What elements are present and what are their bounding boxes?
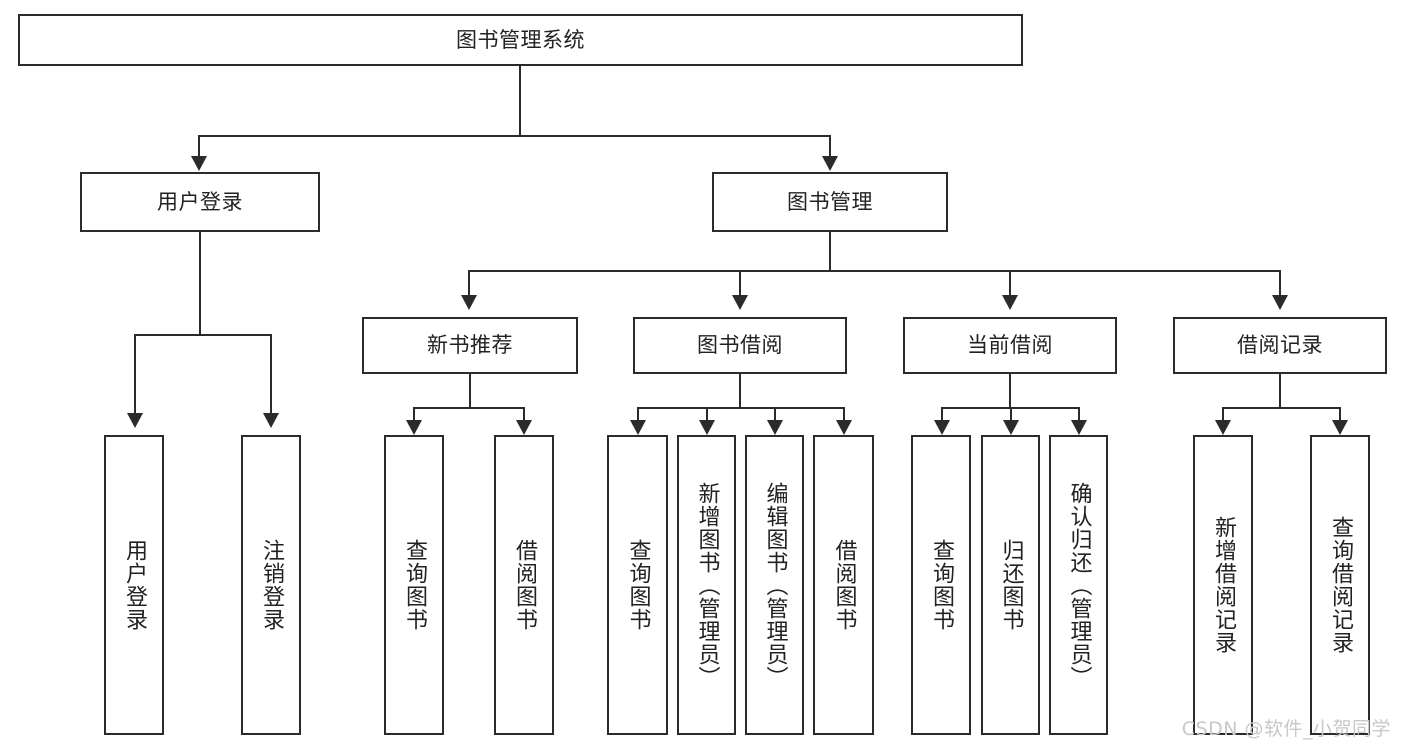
- connector-borrow-to-leaf3: [774, 407, 776, 422]
- node-new-book-recommend[interactable]: 新书推荐: [362, 317, 578, 374]
- node-label: 新书推荐: [427, 333, 513, 358]
- leaf-borrow-query-book[interactable]: 查询图书: [607, 435, 668, 735]
- arrowhead-userlogin-to-leaf1: [127, 413, 143, 428]
- connector-record-bus: [1222, 407, 1341, 409]
- connector-current-to-leaf2: [1010, 407, 1012, 422]
- node-label: 新增图书（管理员）: [694, 481, 720, 689]
- connector-record-stem: [1279, 374, 1281, 409]
- node-label: 确认归还（管理员）: [1066, 481, 1092, 689]
- connector-bookmgmt-bus: [468, 270, 1280, 272]
- connector-root-bus: [198, 135, 830, 137]
- arrowhead-current-to-leaf1: [934, 420, 950, 435]
- connector-userlogin-to-leaf1: [134, 334, 136, 415]
- leaf-current-confirm-return-admin[interactable]: 确认归还（管理员）: [1049, 435, 1108, 735]
- node-label: 用户登录: [121, 539, 147, 631]
- arrowhead-bookmgmt-to-current: [1002, 295, 1018, 310]
- arrowhead-borrow-to-leaf2: [699, 420, 715, 435]
- connector-newbook-stem: [469, 374, 471, 409]
- connector-root-to-userlogin: [198, 135, 200, 158]
- node-user-login[interactable]: 用户登录: [80, 172, 320, 232]
- leaf-borrow-borrow-book[interactable]: 借阅图书: [813, 435, 874, 735]
- arrowhead-borrow-to-leaf1: [630, 420, 646, 435]
- connector-bookmgmt-to-newbook: [468, 270, 470, 297]
- arrowhead-bookmgmt-to-newbook: [461, 295, 477, 310]
- leaf-current-return-book[interactable]: 归还图书: [981, 435, 1040, 735]
- connector-newbook-to-leaf1: [413, 407, 415, 422]
- connector-root-to-bookmgmt: [829, 135, 831, 158]
- connector-current-to-leaf3: [1078, 407, 1080, 422]
- leaf-user-login[interactable]: 用户登录: [104, 435, 164, 735]
- node-label: 新增借阅记录: [1210, 516, 1236, 654]
- connector-newbook-bus: [413, 407, 525, 409]
- node-label: 查询图书: [625, 539, 651, 631]
- node-label: 注销登录: [258, 539, 284, 631]
- leaf-user-logout[interactable]: 注销登录: [241, 435, 301, 735]
- connector-record-to-leaf2: [1339, 407, 1341, 422]
- node-label: 查询图书: [401, 539, 427, 631]
- arrowhead-current-to-leaf3: [1071, 420, 1087, 435]
- node-label: 当前借阅: [967, 333, 1053, 358]
- node-label: 编辑图书（管理员）: [762, 481, 788, 689]
- connector-borrow-to-leaf1: [637, 407, 639, 422]
- connector-userlogin-stem: [199, 232, 201, 335]
- leaf-current-query-book[interactable]: 查询图书: [911, 435, 971, 735]
- leaf-borrow-edit-book-admin[interactable]: 编辑图书（管理员）: [745, 435, 804, 735]
- node-label: 图书借阅: [697, 333, 783, 358]
- arrowhead-bookmgmt-to-borrow: [732, 295, 748, 310]
- connector-bookmgmt-to-current: [1009, 270, 1011, 297]
- connector-borrow-bus: [637, 407, 845, 409]
- node-label: 借阅图书: [831, 539, 857, 631]
- node-label: 查询借阅记录: [1327, 516, 1353, 654]
- leaf-record-add-record[interactable]: 新增借阅记录: [1193, 435, 1253, 735]
- connector-borrow-stem: [739, 374, 741, 409]
- connector-borrow-to-leaf4: [843, 407, 845, 422]
- connector-userlogin-bus: [134, 334, 271, 336]
- connector-record-to-leaf1: [1222, 407, 1224, 422]
- node-label: 查询图书: [928, 539, 954, 631]
- leaf-recommend-query-book[interactable]: 查询图书: [384, 435, 444, 735]
- arrowhead-newbook-to-leaf2: [516, 420, 532, 435]
- arrowhead-record-to-leaf1: [1215, 420, 1231, 435]
- connector-bookmgmt-to-borrow: [739, 270, 741, 297]
- arrowhead-current-to-leaf2: [1003, 420, 1019, 435]
- leaf-record-query-record[interactable]: 查询借阅记录: [1310, 435, 1370, 735]
- arrowhead-root-to-bookmgmt: [822, 156, 838, 171]
- node-label: 用户登录: [157, 189, 243, 214]
- connector-userlogin-to-leaf2: [270, 334, 272, 415]
- leaf-recommend-borrow-book[interactable]: 借阅图书: [494, 435, 554, 735]
- arrowhead-record-to-leaf2: [1332, 420, 1348, 435]
- connector-root-stem: [519, 66, 521, 136]
- arrowhead-userlogin-to-leaf2: [263, 413, 279, 428]
- connector-bookmgmt-stem: [829, 232, 831, 272]
- connector-bookmgmt-to-record: [1279, 270, 1281, 297]
- node-root-system[interactable]: 图书管理系统: [18, 14, 1023, 66]
- csdn-watermark: CSDN @软件_小贺同学: [1181, 718, 1391, 740]
- node-label: 借阅图书: [511, 539, 537, 631]
- node-book-management[interactable]: 图书管理: [712, 172, 948, 232]
- node-label: 图书管理系统: [456, 27, 585, 52]
- leaf-borrow-add-book-admin[interactable]: 新增图书（管理员）: [677, 435, 736, 735]
- arrowhead-root-to-userlogin: [191, 156, 207, 171]
- connector-borrow-to-leaf2: [706, 407, 708, 422]
- arrowhead-borrow-to-leaf4: [836, 420, 852, 435]
- node-label: 归还图书: [998, 539, 1024, 631]
- node-borrow-record[interactable]: 借阅记录: [1173, 317, 1387, 374]
- node-label: 借阅记录: [1237, 333, 1323, 358]
- connector-newbook-to-leaf2: [523, 407, 525, 422]
- arrowhead-borrow-to-leaf3: [767, 420, 783, 435]
- arrowhead-newbook-to-leaf1: [406, 420, 422, 435]
- node-current-borrow[interactable]: 当前借阅: [903, 317, 1117, 374]
- node-book-borrow[interactable]: 图书借阅: [633, 317, 847, 374]
- node-label: 图书管理: [787, 189, 873, 214]
- connector-current-stem: [1009, 374, 1011, 409]
- connector-current-to-leaf1: [941, 407, 943, 422]
- arrowhead-bookmgmt-to-record: [1272, 295, 1288, 310]
